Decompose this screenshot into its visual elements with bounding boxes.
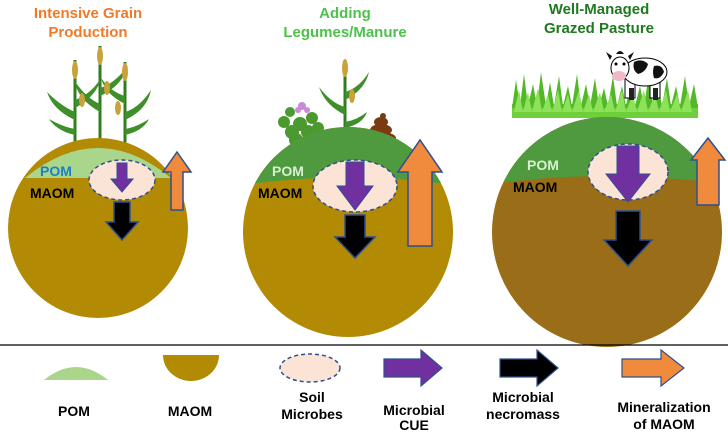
panel-legumes-manure: Adding Legumes/Manure [243, 5, 453, 337]
cow-icon [606, 51, 668, 100]
corn-plants-icon [47, 46, 151, 148]
legend-maom-label: MAOM [168, 403, 212, 419]
microbial-necromass-arrow [333, 214, 377, 260]
legend-soil-microbes: Soil Microbes [279, 353, 343, 422]
legend-mineralization-arrow [621, 348, 685, 388]
microbial-necromass-arrow [602, 210, 654, 268]
maom-label: MAOM [30, 185, 74, 201]
legend-microbial-cue-label-1: Microbial [383, 402, 444, 418]
legend-soil-microbes-label-2: Microbes [281, 406, 343, 422]
pom-label: POM [272, 163, 304, 179]
legend-maom-swatch [163, 355, 219, 381]
legend-microbial-necromass-label-2: necromass [486, 406, 560, 422]
legend-mineralization: Mineralization of MAOM [617, 348, 711, 432]
legend-mineralization-label-2: of MAOM [633, 416, 694, 432]
panel-2-title-line-2: Legumes/Manure [283, 24, 406, 41]
legend-pom-label: POM [58, 403, 90, 419]
legend-maom: MAOM [163, 355, 219, 419]
legend-microbial-cue-arrow [383, 348, 443, 388]
legend-microbial-cue: Microbial CUE [383, 348, 445, 432]
maom-label: MAOM [513, 179, 557, 195]
microbial-cue-arrow [604, 145, 652, 203]
legend-soil-microbes-swatch [279, 353, 341, 383]
grass-icon [512, 72, 698, 118]
panel-grazed-pasture: Well-Managed Grazed Pasture [492, 1, 727, 347]
legend-microbial-necromass-arrow [499, 348, 559, 388]
legend-mineralization-label-1: Mineralization [617, 399, 710, 415]
panel-intensive-grain: Intensive Grain Production [8, 5, 193, 318]
legume-plant-icon [278, 102, 324, 147]
pom-label: POM [40, 163, 72, 179]
legend: POM MAOM Soil Microbes Microbial CUE Mic… [44, 348, 711, 432]
maom-label: MAOM [258, 185, 302, 201]
panel-3-title-line-2: Grazed Pasture [544, 20, 654, 37]
mineralization-arrow [689, 136, 727, 206]
microbial-cue-arrow [336, 161, 374, 211]
panel-2-title-line-1: Adding [319, 5, 371, 22]
mineralization-arrow [396, 138, 444, 247]
microbial-cue-arrow [109, 162, 135, 193]
panel-3-title-line-1: Well-Managed [549, 1, 650, 18]
legend-microbial-necromass-label-1: Microbial [492, 389, 553, 405]
legend-soil-microbes-label-1: Soil [299, 389, 325, 405]
legend-microbial-cue-label-2: CUE [399, 417, 429, 432]
panel-1-title-line-2: Production [48, 24, 127, 41]
mineralization-arrow [161, 150, 193, 211]
legend-microbial-necromass: Microbial necromass [486, 348, 560, 422]
legend-pom: POM [44, 367, 108, 419]
corn-plant-icon [319, 59, 369, 142]
pom-label: POM [527, 157, 559, 173]
microbial-necromass-arrow [104, 201, 140, 242]
legend-pom-swatch [44, 367, 108, 380]
panel-1-title-line-1: Intensive Grain [34, 5, 142, 22]
